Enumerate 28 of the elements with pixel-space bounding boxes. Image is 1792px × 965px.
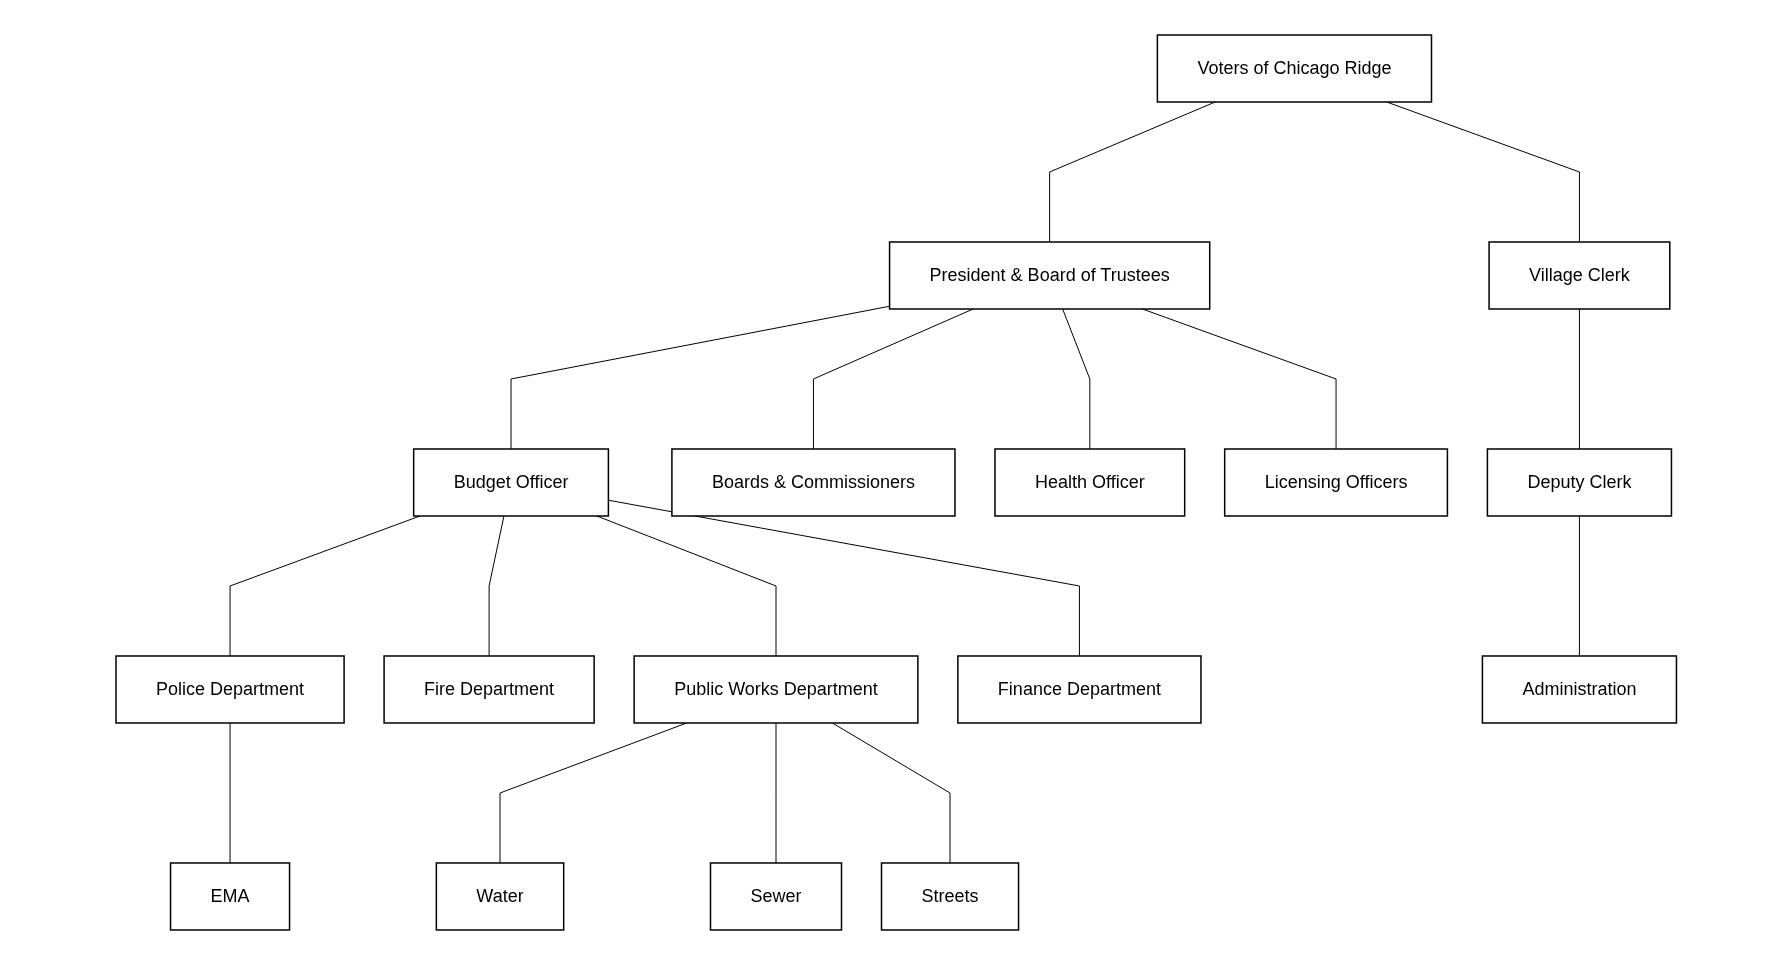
connector (1578, 308, 1580, 450)
node-box: Fire Department (383, 655, 595, 724)
connector (499, 722, 687, 864)
node-box: Licensing Officers (1223, 448, 1448, 517)
node-box: Public Works Department (633, 655, 919, 724)
connector (775, 722, 777, 864)
node-box: Voters of Chicago Ridge (1156, 34, 1432, 103)
connector (229, 722, 231, 864)
connector (596, 515, 777, 657)
node-box: Water (435, 862, 565, 931)
node-box: Streets (880, 862, 1020, 931)
node-box: EMA (169, 862, 291, 931)
node-box: President & Board of Trustees (888, 241, 1211, 310)
node-box: Village Clerk (1488, 241, 1671, 310)
connector (229, 515, 421, 657)
connector (1578, 515, 1580, 657)
node-box: Health Officer (994, 448, 1186, 517)
connector (831, 722, 951, 864)
node-box: Administration (1481, 655, 1677, 724)
node-box: Sewer (709, 862, 843, 931)
node-box: Deputy Clerk (1486, 448, 1672, 517)
node-box: Police Department (115, 655, 345, 724)
node-box: Budget Officer (412, 448, 609, 517)
connector (1061, 308, 1091, 450)
connector (488, 515, 505, 657)
node-box: Boards & Commissioners (670, 448, 956, 517)
node-box: Finance Department (956, 655, 1202, 724)
connector (510, 305, 890, 450)
